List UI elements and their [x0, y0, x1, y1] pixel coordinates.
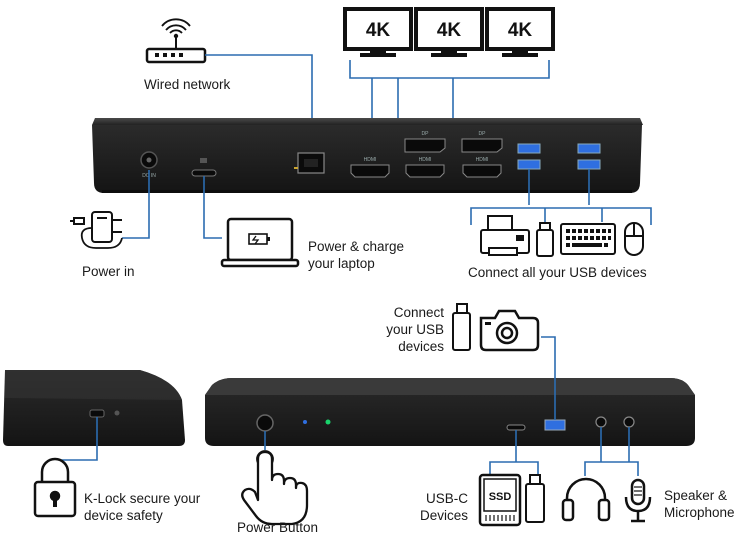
wired-network-label: Wired network: [144, 77, 231, 92]
power-in-line: [122, 170, 150, 239]
hdmi-port-1: HDMI: [350, 157, 390, 178]
audio-lines: [584, 427, 639, 476]
led-blue: [303, 420, 307, 424]
usbc-charge-line: [203, 176, 222, 239]
hdmi-3-label: HDMI: [476, 157, 489, 163]
padlock-icon: [33, 457, 77, 518]
audio-jacks: [595, 416, 635, 428]
router-icon: [145, 18, 207, 64]
connect-usb-devices-label: Connect all your USB devices: [468, 265, 647, 280]
power-button: [256, 414, 274, 432]
klock-label: K-Lock secure your device safety: [84, 490, 200, 524]
ssd-label: SSD: [489, 491, 512, 503]
dock-front: [205, 378, 695, 446]
speaker-line-2: Microphone: [664, 505, 735, 520]
klock-line-2: device safety: [84, 508, 163, 523]
usbc-devices-lines: [489, 430, 539, 475]
keyboard-icon: [560, 223, 616, 255]
connect-usb-label: Connect your USB devices: [374, 304, 444, 355]
power-adapter-icon: [70, 211, 123, 249]
ssd-icon: SSD: [478, 473, 522, 527]
monitor-3-label: 4K: [508, 20, 533, 41]
hdmi-port-2: HDMI: [405, 157, 445, 178]
headphones-icon: [561, 477, 611, 522]
laptop-icon: [220, 217, 300, 268]
power-charge-label: Power & charge your laptop: [308, 238, 404, 272]
microphone-icon: [624, 478, 652, 523]
klock-line-1: K-Lock secure your: [84, 491, 201, 506]
usb3-port-front: [544, 419, 566, 431]
hdmi-1-label: HDMI: [364, 157, 377, 163]
power-in-label: Power in: [82, 264, 135, 279]
monitor-1: 4K: [343, 7, 413, 57]
connect-usb-line-3: devices: [398, 339, 444, 354]
flash-drive-icon-3: [525, 474, 545, 523]
network-line: [205, 54, 313, 148]
monitor-2-label: 4K: [437, 20, 462, 41]
hdmi-2-label: HDMI: [419, 157, 432, 163]
usb-c-port-front: [506, 424, 526, 431]
led-green: [325, 419, 331, 425]
usbc-devices-line-1: USB-C: [425, 491, 468, 506]
power-button-label: Power Button: [237, 520, 319, 535]
hdmi-port-3: HDMI: [462, 157, 502, 178]
usbc-devices-label: USB-C Devices: [414, 490, 468, 524]
dp-2-label: DP: [479, 131, 487, 137]
monitor-3: 4K: [485, 7, 555, 57]
power-charge-line-2: your laptop: [308, 256, 375, 271]
monitor-1-label: 4K: [366, 20, 391, 41]
connect-usb-line-2: your USB: [386, 322, 444, 337]
dock-rear: [92, 118, 643, 193]
usb-devices-lines: [470, 169, 652, 225]
speaker-microphone-label: Speaker & Microphone: [664, 487, 735, 521]
dock-side-view: [3, 370, 185, 446]
dp-port-2: DP: [461, 131, 503, 153]
speaker-line-1: Speaker &: [664, 488, 728, 503]
ethernet-port: [294, 152, 325, 174]
dp-port-1: DP: [404, 131, 446, 153]
flash-drive-icon: [536, 222, 554, 257]
klock-line: [49, 417, 98, 461]
mouse-icon: [624, 222, 644, 256]
usbc-devices-line-2: Devices: [419, 508, 468, 523]
power-charge-line-1: Power & charge: [308, 239, 405, 254]
hand-pointer-icon: [241, 450, 309, 526]
connect-usb-line-1: Connect: [393, 305, 444, 320]
flash-drive-icon-2: [452, 303, 471, 351]
monitor-2: 4K: [414, 7, 484, 57]
dp-1-label: DP: [422, 131, 430, 137]
printer-icon: [480, 215, 530, 256]
usb-front-line: [541, 336, 556, 420]
camera-icon: [479, 309, 540, 352]
